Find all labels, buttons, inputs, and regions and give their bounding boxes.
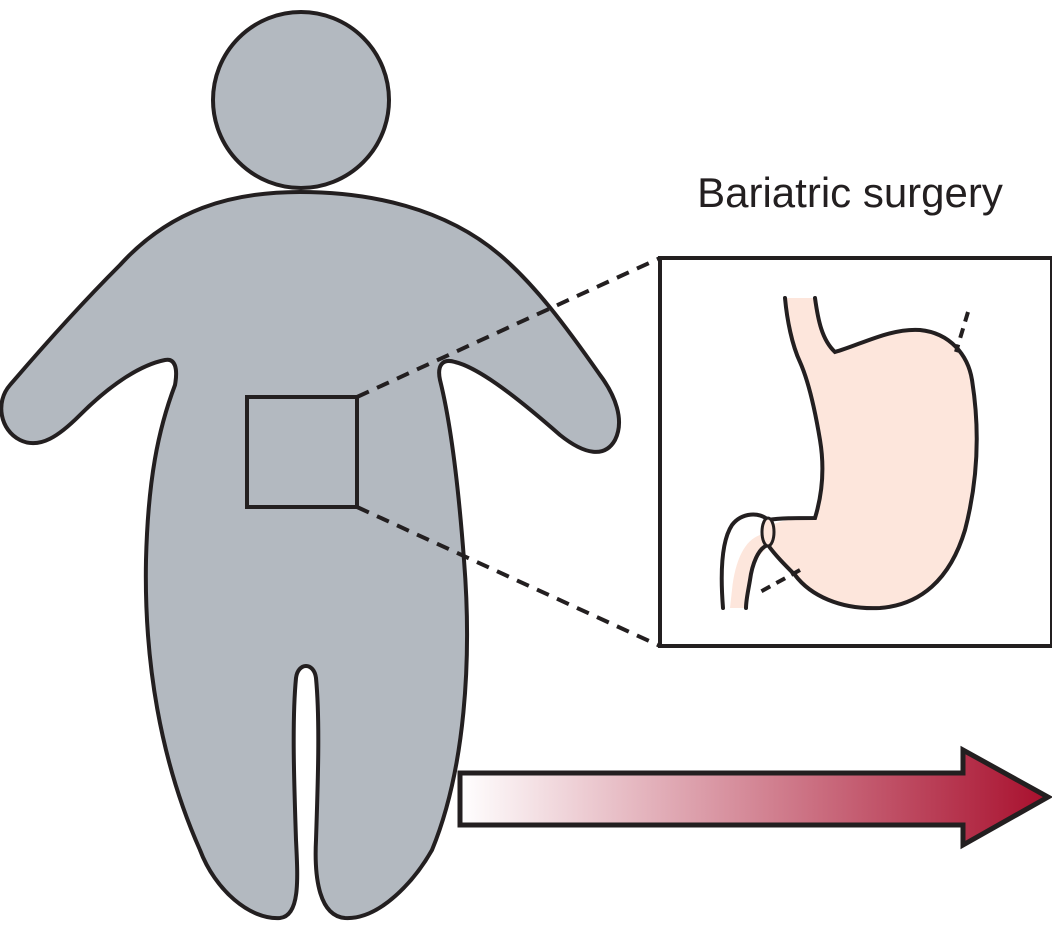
diagram-title: Bariatric surgery xyxy=(697,169,1003,216)
gradient-right-arrow-icon xyxy=(460,750,1048,845)
stomach-inset xyxy=(660,258,1052,646)
person-head xyxy=(213,12,389,188)
pylorus-ring xyxy=(762,518,774,546)
